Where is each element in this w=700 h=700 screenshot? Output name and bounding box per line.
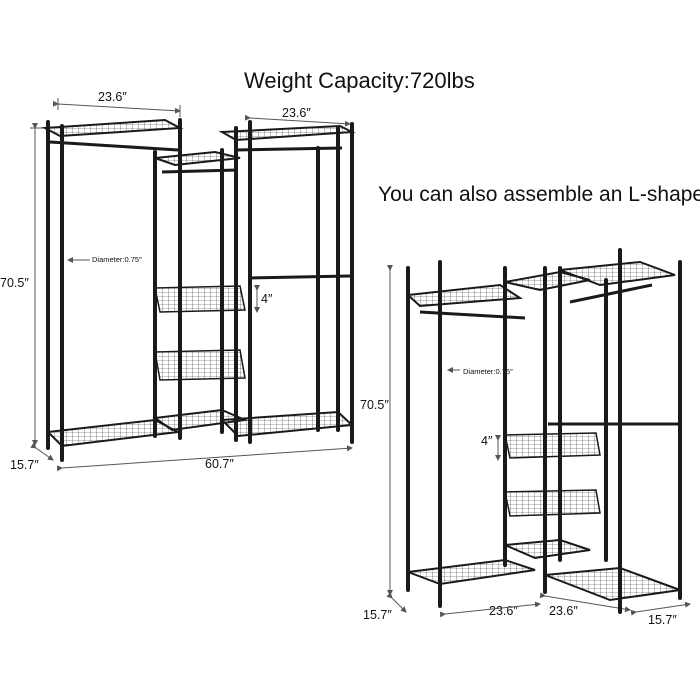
weight-capacity-title: Weight Capacity:720lbs	[244, 68, 475, 93]
right-height-label: 70.5″	[360, 398, 389, 412]
left-basket-gap-label: 4″	[261, 292, 273, 306]
left-height-label: 70.5″	[0, 276, 29, 290]
right-basket-gap-label: 4″	[481, 434, 493, 448]
right-depth-right-label: 15.7″	[648, 613, 677, 627]
right-diameter-label: Diameter:0.75″	[463, 367, 513, 376]
l-shape-caption: You can also assemble an L-shape	[378, 183, 700, 206]
left-dimension-lines	[30, 98, 353, 472]
right-dimension-lines	[386, 265, 691, 618]
left-rack	[30, 98, 356, 472]
right-depth-left-label: 15.7″	[363, 608, 392, 622]
left-width-a-label: 23.6″	[98, 90, 127, 104]
right-rack	[386, 248, 691, 618]
left-depth-label: 15.7″	[10, 458, 39, 472]
left-diameter-label: Diameter:0.75″	[92, 255, 142, 264]
